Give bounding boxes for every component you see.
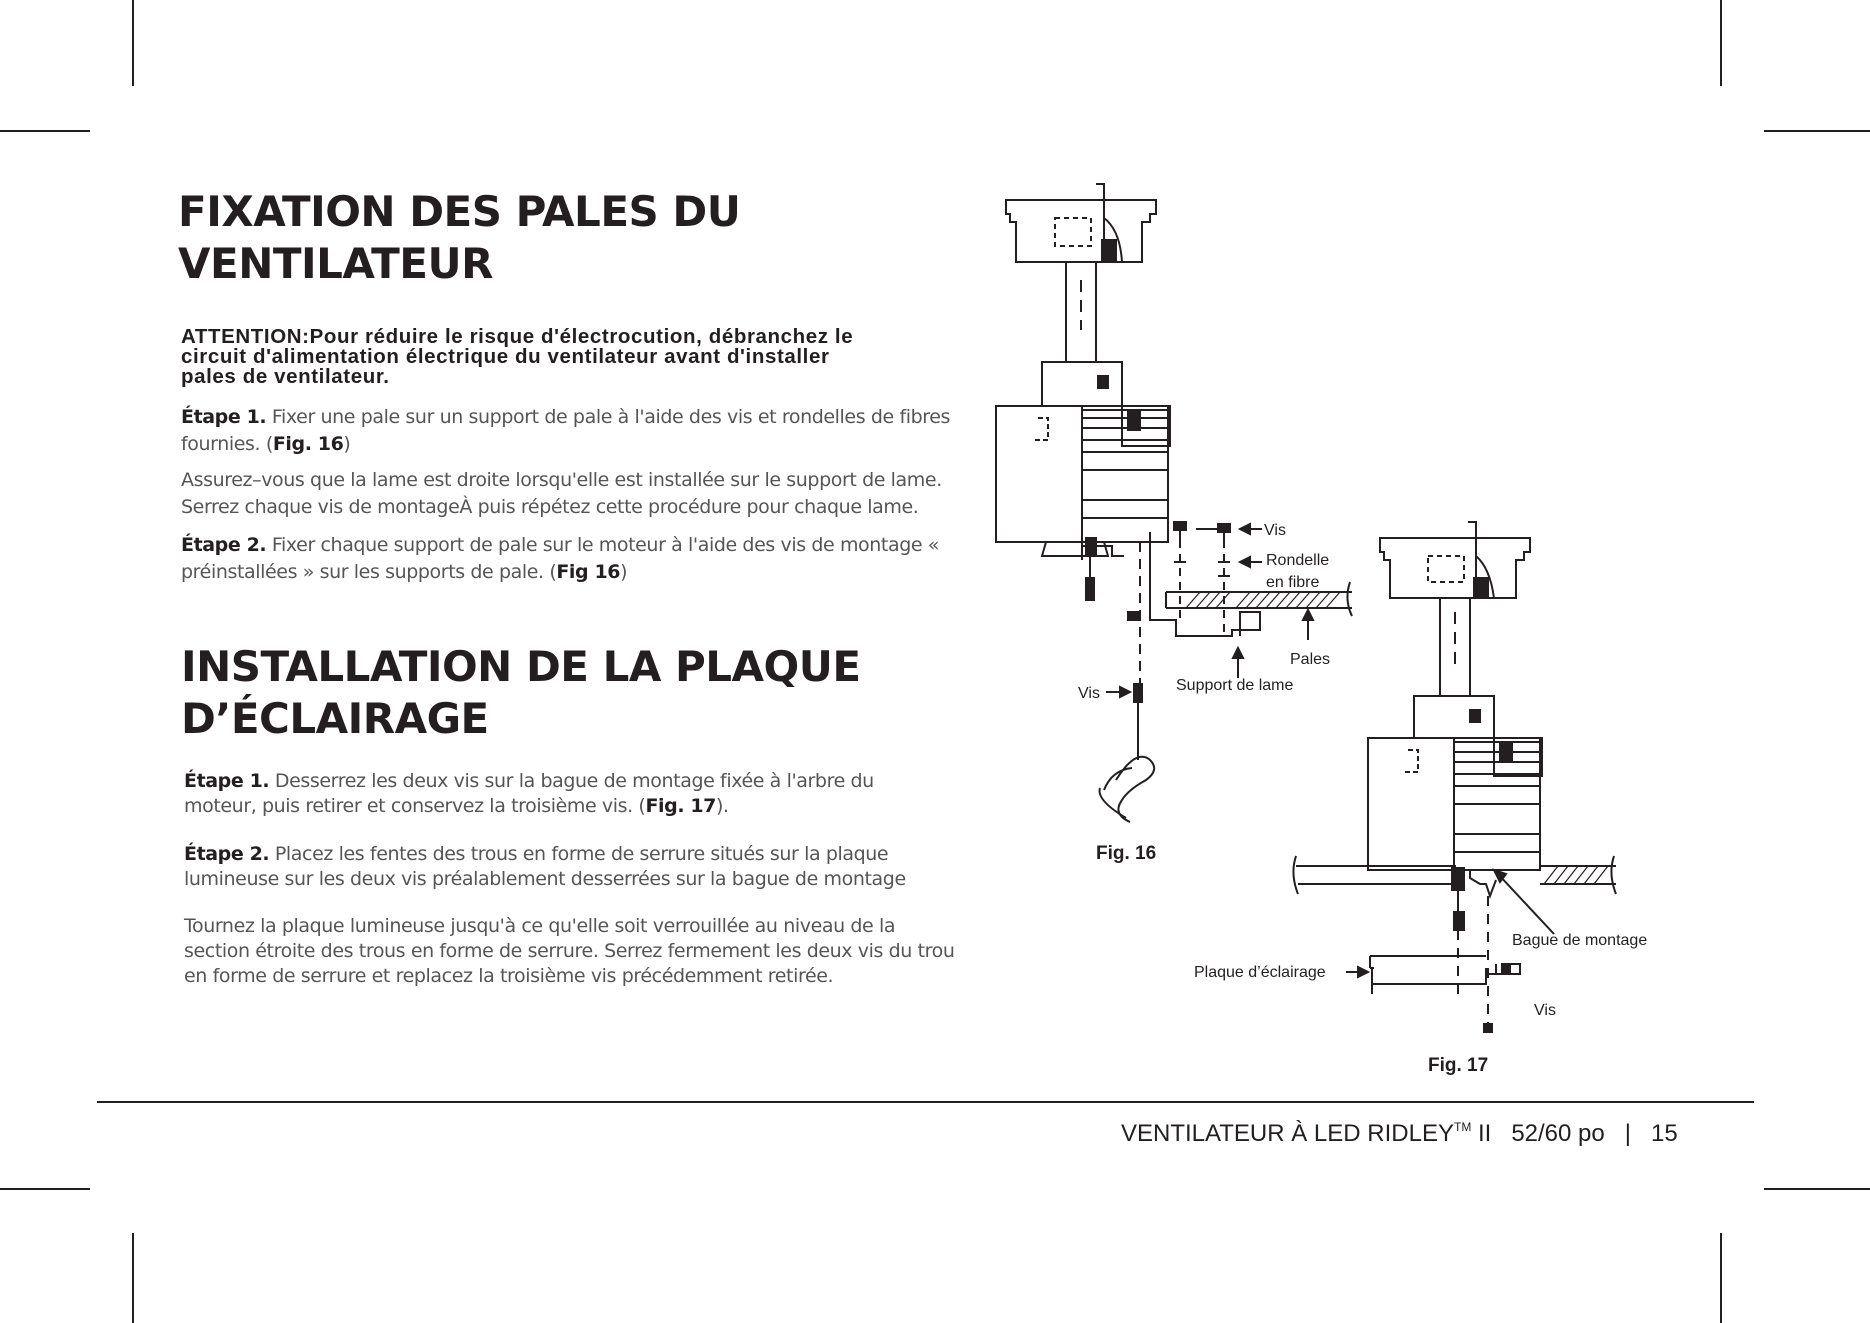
crop-mark	[1720, 0, 1722, 86]
title-line: VENTILATEUR	[178, 239, 493, 288]
footer-rule	[97, 1101, 1754, 1103]
blade-step-2: Étape 2. Fixer chaque support de pale su…	[181, 532, 981, 586]
fig17-label-bague: Bague de montage	[1512, 932, 1647, 949]
warning-line: circuit d'alimentation électrique du ven…	[181, 345, 830, 368]
fig16-diagram	[995, 183, 1353, 823]
step-text-end: ).	[716, 795, 729, 817]
step-label: Étape 1.	[184, 770, 270, 792]
step-label: Étape 1.	[181, 406, 267, 428]
fig16-label-support: Support de lame	[1176, 677, 1294, 694]
note-line: Serrez chaque vis de montageÀ puis répét…	[181, 496, 919, 518]
section-title-light-plate: INSTALLATION DE LA PLAQUE D’ÉCLAIRAGE	[181, 641, 861, 745]
fig-reference: Fig. 17	[645, 795, 717, 817]
crop-mark	[132, 0, 134, 86]
crop-mark	[132, 1233, 134, 1323]
fig-reference: Fig 16	[556, 561, 621, 583]
crop-mark	[0, 1188, 90, 1190]
title-line: D’ÉCLAIRAGE	[181, 694, 489, 743]
footer-product: VENTILATEUR À LED RIDLEY	[1121, 1120, 1454, 1147]
fig16-label-vis-top: Vis	[1264, 522, 1286, 539]
fig17-caption: Fig. 17	[1428, 1055, 1488, 1076]
plate-step-1: Étape 1. Desserrez les deux vis sur la b…	[184, 769, 924, 819]
title-line: FIXATION DES PALES DU	[178, 187, 741, 236]
crop-mark	[1720, 1233, 1722, 1323]
fig16-caption: Fig. 16	[1096, 843, 1156, 864]
section-title-blades: FIXATION DES PALES DU VENTILATEUR	[178, 186, 741, 290]
note-line: Assurez–vous que la lame est droite lors…	[181, 469, 942, 491]
step-text: Fixer chaque support de pale sur le mote…	[181, 534, 940, 583]
fig-reference: Fig. 16	[272, 433, 344, 455]
footer-model-page: II 52/60 po | 15	[1471, 1120, 1678, 1147]
fig16-label-pales: Pales	[1290, 651, 1330, 668]
step-label: Étape 2.	[181, 534, 267, 556]
fig17-label-vis: Vis	[1534, 1002, 1556, 1019]
step-text: Desserrez les deux vis sur la bague de m…	[184, 770, 874, 817]
warning-line: ATTENTION:Pour réduire le risque d'élect…	[181, 325, 854, 348]
blade-note: Assurez–vous que la lame est droite lors…	[181, 467, 1001, 521]
fig17-label-plaque: Plaque d’éclairage	[1194, 964, 1326, 981]
fig16-label-rondelle: Rondelle	[1266, 552, 1329, 569]
step-text: Placez les fentes des trous en forme de …	[184, 843, 906, 890]
footer-product-line: VENTILATEUR À LED RIDLEYTM II 52/60 po |…	[1121, 1120, 1678, 1148]
crop-mark	[1764, 130, 1870, 132]
crop-mark	[1764, 1188, 1870, 1190]
crop-mark	[0, 130, 90, 132]
plate-paragraph: Tournez la plaque lumineuse jusqu'à ce q…	[184, 915, 955, 987]
blade-step-1: Étape 1. Fixer une pale sur un support d…	[181, 404, 981, 458]
step-label: Étape 2.	[184, 843, 270, 865]
step-text-end: )	[620, 561, 628, 583]
fig17-diagram	[1292, 521, 1617, 1033]
fig16-label-fibre: en fibre	[1266, 574, 1319, 591]
plate-step-2: Étape 2. Placez les fentes des trous en …	[184, 842, 964, 892]
step-text-end: )	[343, 433, 351, 455]
title-line: INSTALLATION DE LA PLAQUE	[181, 642, 861, 691]
footer-trademark: TM	[1453, 1120, 1472, 1134]
warning-text: ATTENTION:Pour réduire le risque d'élect…	[181, 325, 854, 388]
fig16-label-vis-left: Vis	[1078, 685, 1100, 702]
warning-line: pales de ventilateur.	[181, 365, 390, 388]
step-text: Fixer une pale sur un support de pale à …	[181, 406, 951, 455]
